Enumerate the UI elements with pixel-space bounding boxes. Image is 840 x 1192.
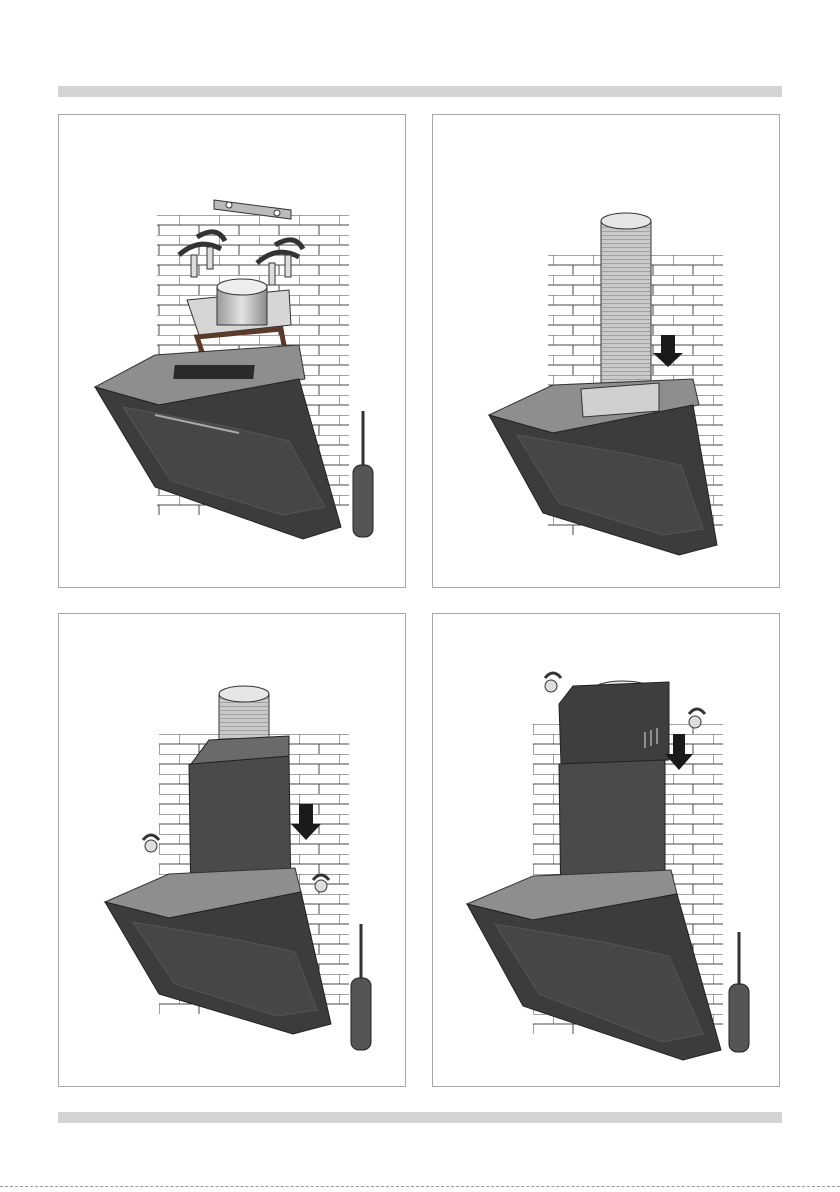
screwdriver-icon (729, 932, 749, 1052)
step-3-illustration (59, 614, 406, 1087)
step-2-illustration (433, 115, 780, 588)
step-4-illustration (433, 614, 780, 1087)
step-1-panel (58, 114, 406, 588)
header-divider-bar (58, 86, 782, 97)
screwdriver-icon (351, 924, 371, 1050)
step-3-panel (58, 613, 406, 1087)
step-1-illustration (59, 115, 406, 588)
cooker-hood (105, 868, 331, 1034)
flexible-duct (601, 213, 651, 401)
page-edge-dashed-line (0, 1186, 840, 1187)
step-2-panel (432, 114, 780, 588)
step-4-panel (432, 613, 780, 1087)
cooker-hood (489, 379, 717, 555)
screwdriver-icon (353, 411, 373, 537)
footer-divider-bar (58, 1112, 782, 1123)
upper-chimney-cover (559, 681, 669, 764)
